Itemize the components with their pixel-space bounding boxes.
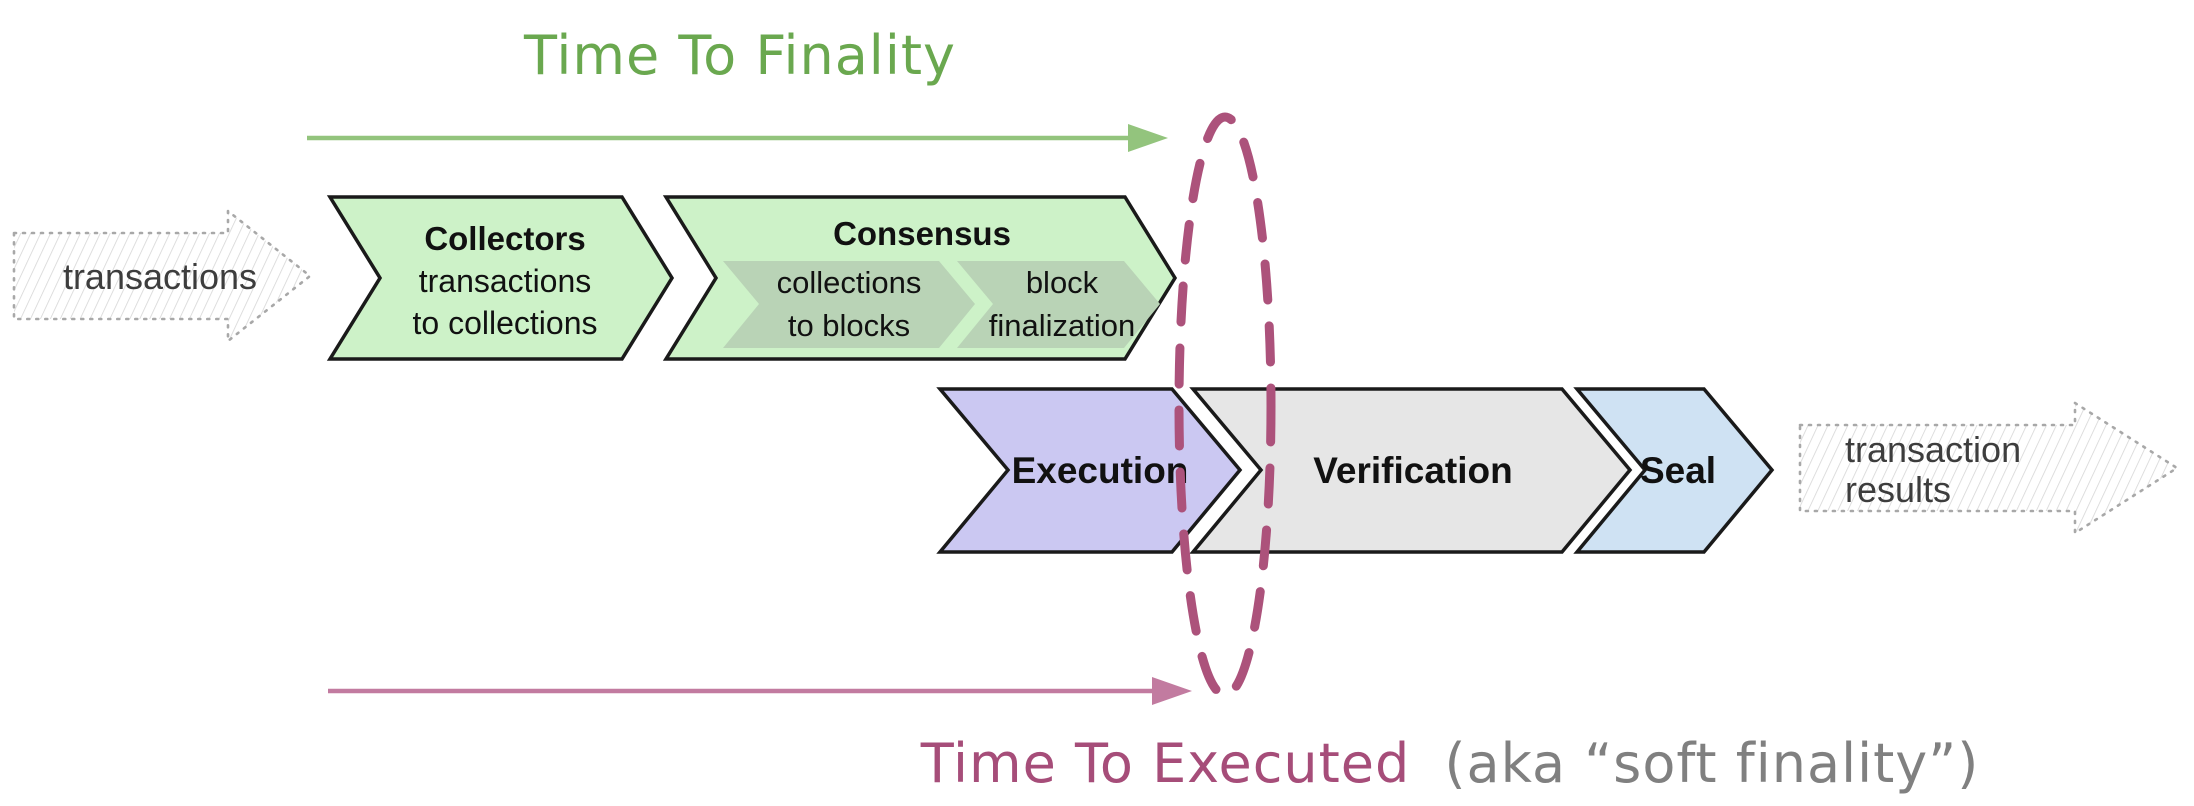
stage-consensus-title: Consensus xyxy=(833,215,1011,252)
stage-execution: Execution xyxy=(936,387,1243,554)
executed-boundary-ellipse xyxy=(1174,112,1276,700)
substage-collections-to-blocks-line1: collections xyxy=(777,265,922,300)
stage-collectors-shape xyxy=(326,195,675,361)
transaction-results-label-line1: transaction xyxy=(1845,429,2021,470)
substage-block-finalization: block finalization xyxy=(957,261,1160,348)
stage-seal-shape xyxy=(1573,387,1775,554)
stage-collectors-subtitle-line2: to collections xyxy=(413,305,598,341)
stage-verification: Verification xyxy=(1189,387,1633,554)
substage-block-finalization-line1: block xyxy=(1026,265,1099,300)
substage-collections-to-blocks-shape xyxy=(723,261,975,348)
stage-verification-shape xyxy=(1189,387,1633,554)
transactions-input-arrow: transactions xyxy=(12,208,313,344)
transaction-results-arrow-shape xyxy=(1798,400,2180,536)
transaction-results-label-line2: results xyxy=(1845,469,1951,510)
soft-finality-note: (aka “soft finality”) xyxy=(1444,732,1979,795)
substage-collections-to-blocks-line2: to blocks xyxy=(788,308,910,343)
stage-seal-title: Seal xyxy=(1640,450,1716,491)
transactions-input-arrow-shape xyxy=(12,208,313,344)
substage-collections-to-blocks: collections to blocks xyxy=(723,261,975,348)
stage-consensus: Consensus collections to blocks block fi… xyxy=(662,195,1178,361)
finality-arrow xyxy=(307,124,1168,152)
time-to-executed-caption: Time To Executed (aka “soft finality”) xyxy=(920,732,1980,795)
executed-arrow-head xyxy=(1152,677,1192,705)
stage-seal: Seal xyxy=(1573,387,1775,554)
transactions-input-label: transactions xyxy=(63,256,257,297)
time-to-finality-title: Time To Finality xyxy=(523,24,956,87)
stage-collectors-title: Collectors xyxy=(424,220,585,257)
stage-verification-title: Verification xyxy=(1313,450,1512,491)
finality-arrow-head xyxy=(1128,124,1168,152)
stage-execution-title: Execution xyxy=(1012,450,1189,491)
stage-collectors: Collectors transactions to collections xyxy=(326,195,675,361)
stage-collectors-subtitle-line1: transactions xyxy=(419,263,592,299)
transaction-results-arrow: transaction results xyxy=(1798,400,2180,536)
substage-block-finalization-line2: finalization xyxy=(989,308,1135,343)
stage-execution-shape xyxy=(936,387,1243,554)
executed-arrow xyxy=(328,677,1192,705)
substage-block-finalization-shape xyxy=(957,261,1160,348)
time-to-executed-title: Time To Executed xyxy=(920,732,1411,795)
